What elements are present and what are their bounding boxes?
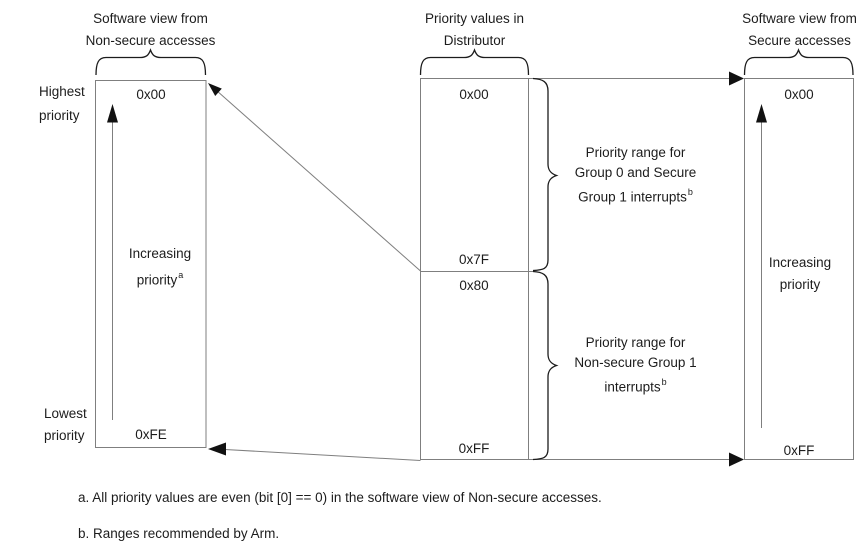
lowest-priority-label: Lowest priority: [44, 406, 87, 443]
brace-distributor-header: [419, 48, 530, 76]
footnote-a: a. All priority values are even (bit [0]…: [78, 490, 602, 505]
header-nonsecure-view: Software view from Non-secure accesses: [58, 8, 243, 52]
secure-bottom-value: 0xFF: [783, 443, 815, 458]
group0-range-label: Priority range for Group 0 and Secure Gr…: [574, 145, 697, 205]
highest-priority-label: Highest priority: [39, 84, 85, 123]
header-nonsecure-line1: Software view from: [93, 11, 208, 26]
header-distributor: Priority values in Distributor: [382, 8, 567, 52]
distributor-top-value: 0x00: [459, 87, 489, 102]
brace-nonsecure-header: [95, 48, 207, 76]
top-connector-arrowhead-icon: [729, 71, 744, 86]
bottom-left-arrowhead-icon: [208, 442, 226, 456]
bottom-left-connector-line: [224, 449, 421, 461]
header-secure-line2: Secure accesses: [748, 33, 851, 48]
nonsecure-range-label: Priority range for Non-secure Group 1 in…: [574, 335, 697, 395]
bottom-connector-arrowhead-icon: [729, 452, 744, 467]
secure-view-box: [744, 78, 854, 460]
footnote-b: b. Ranges recommended by Arm.: [78, 526, 280, 541]
secure-top-value: 0x00: [784, 87, 814, 102]
distributor-upper-bound-value: 0x7F: [458, 252, 489, 267]
nonsecure-top-value: 0x00: [136, 87, 166, 102]
increasing-priority-arrowhead-nonsecure-icon: [107, 104, 118, 123]
footnote-ref-a: a: [178, 270, 184, 280]
increasing-priority-arrowhead-secure-icon: [756, 104, 767, 123]
diagonal-connector-line: [218, 91, 421, 272]
header-secure-line1: Software view from: [742, 11, 857, 26]
diagonal-arrowhead-icon: [208, 83, 222, 96]
header-nonsecure-line2: Non-secure accesses: [85, 33, 216, 48]
nonsecure-bottom-value: 0xFE: [135, 427, 167, 442]
increasing-priority-label-nonsecure: Increasing prioritya: [128, 246, 192, 288]
increasing-priority-label-secure: Increasing priority: [768, 255, 832, 292]
brace-group0-range: [532, 77, 559, 272]
distributor-box: [420, 78, 529, 460]
nonsecure-view-box: [95, 80, 207, 448]
distributor-lower-bound-value: 0x80: [459, 278, 489, 293]
brace-secure-header: [743, 48, 854, 76]
header-distributor-line1: Priority values in: [424, 11, 525, 26]
header-distributor-line2: Distributor: [443, 33, 506, 48]
footnote-ref-b: b: [687, 187, 693, 197]
footnote-ref-b2: b: [661, 377, 667, 387]
distributor-bottom-value: 0xFF: [458, 441, 490, 456]
brace-nonsecure-range: [532, 270, 559, 461]
header-secure-view: Software view from Secure accesses: [707, 8, 866, 52]
